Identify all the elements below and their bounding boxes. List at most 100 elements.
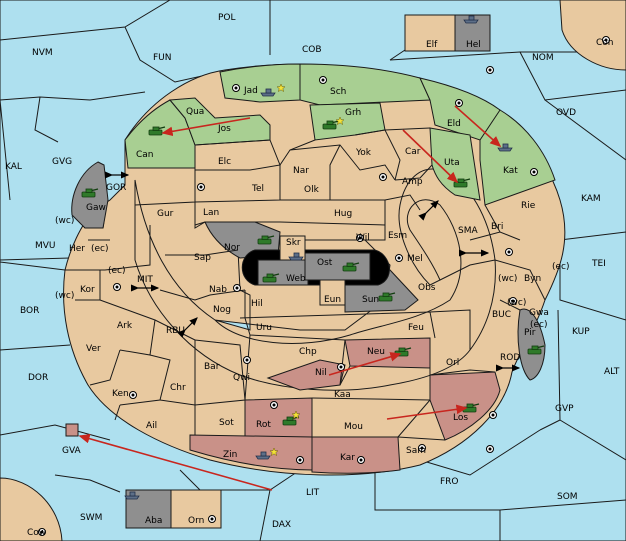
label-yok: Yok: [355, 148, 372, 158]
label-orn: Orn: [188, 516, 204, 526]
region-borders: [65, 127, 546, 441]
label-con: Con: [596, 38, 614, 48]
label-sot: Sot: [219, 418, 234, 428]
region-kat[interactable]: [479, 109, 556, 206]
label-cob: COB: [302, 45, 322, 55]
label-obs: Obs: [418, 283, 436, 293]
label-amp: Amp: [402, 177, 423, 187]
label-hil: Hil: [251, 299, 263, 309]
label-bar: Bar: [204, 362, 220, 372]
label-uru: Uru: [256, 323, 272, 333]
region-jos[interactable]: [168, 97, 271, 146]
label-ken: Ken: [112, 389, 129, 399]
label-mvu: MVU: [35, 241, 56, 251]
label-los: Los: [453, 413, 468, 423]
label-kaa: Kaa: [334, 390, 351, 400]
label-gwa: Gwa: [529, 308, 549, 318]
label-rod: ROD: [500, 353, 520, 363]
label-nvm: NVM: [32, 48, 53, 58]
label-aba: Aba: [145, 516, 162, 526]
label-tel: Tel: [251, 184, 264, 194]
region-jad[interactable]: [219, 63, 301, 103]
label-chp: Chp: [299, 347, 317, 357]
label-hel: Hel: [466, 40, 481, 50]
label-gaw: Gaw: [86, 203, 106, 213]
region-elf[interactable]: [404, 14, 456, 52]
label-ovd: OVD: [556, 108, 576, 118]
label-kar: Kar: [340, 453, 355, 463]
label-nil: Nil: [315, 368, 327, 378]
label-chr: Chr: [170, 383, 186, 393]
label-mel: Mel: [407, 254, 423, 264]
region-neu[interactable]: [344, 337, 431, 369]
label-fro: FRO: [440, 477, 459, 487]
label-can: Can: [136, 150, 154, 160]
region-eun[interactable]: [319, 279, 346, 306]
label-byn: Byn: [524, 274, 541, 284]
label-ec-byn: (ec): [552, 262, 570, 272]
label-ec-her: (ec): [91, 244, 109, 254]
region-pir[interactable]: [517, 308, 546, 381]
label-jos: Jos: [217, 124, 231, 134]
label-som: SOM: [557, 492, 578, 502]
label-kal: KAL: [5, 162, 22, 172]
label-wc-gwa: (wc): [507, 298, 526, 308]
label-tei: TEI: [591, 259, 606, 269]
label-rie: Rie: [521, 201, 536, 211]
label-nor: Nor: [224, 243, 240, 253]
label-gor: GOR: [106, 183, 126, 193]
order-arrows: [78, 105, 502, 491]
label-sun: Sun: [362, 295, 379, 305]
label-rbu: RBU: [166, 326, 185, 336]
label-esm: Esm: [388, 231, 407, 241]
region-ost[interactable]: [304, 252, 371, 281]
label-nog: Nog: [213, 305, 231, 315]
label-ver: Ver: [86, 344, 101, 354]
label-sch: Sch: [330, 87, 346, 97]
label-kor: Kor: [80, 285, 95, 295]
label-sam: Sam: [406, 446, 426, 456]
region-labels: POL NVM FUN COB NOM Con Elf Hel OVD KAL …: [5, 13, 620, 538]
label-ec-gwa: (ec): [530, 320, 548, 330]
label-wc-byn: (wc): [498, 274, 517, 284]
label-wil: Wil: [356, 233, 370, 243]
region-nil[interactable]: [266, 359, 346, 391]
label-buc: BUC: [492, 310, 511, 320]
canal-arrows: [104, 171, 521, 372]
label-kat: Kat: [503, 166, 518, 176]
region-uta[interactable]: [429, 127, 481, 201]
supply-centers: [38, 36, 610, 536]
label-neu: Neu: [367, 347, 385, 357]
label-dax: DAX: [272, 520, 291, 530]
label-ark: Ark: [117, 321, 133, 331]
label-qua: Qua: [186, 107, 204, 117]
label-rot: Rot: [256, 420, 271, 430]
label-sap: Sap: [194, 253, 211, 263]
region-gva[interactable]: [65, 423, 79, 437]
label-bor: BOR: [20, 306, 39, 316]
label-eld: Eld: [447, 119, 461, 129]
region-kar[interactable]: [311, 436, 401, 474]
label-her: Her: [69, 244, 85, 254]
label-mit: MIT: [137, 275, 153, 285]
label-orl: Orl: [446, 358, 459, 368]
label-pir: Pir: [524, 328, 536, 338]
label-swm: SWM: [80, 513, 102, 523]
label-skr: Skr: [286, 238, 301, 248]
label-grh: Grh: [345, 108, 361, 118]
label-zin: Zin: [223, 450, 237, 460]
label-hug: Hug: [334, 209, 352, 219]
label-kam: KAM: [581, 194, 601, 204]
label-uta: Uta: [444, 158, 460, 168]
region-eld[interactable]: [419, 77, 501, 141]
region-rot[interactable]: [244, 397, 313, 439]
label-alt: ALT: [604, 367, 620, 377]
label-gvg: GVG: [52, 157, 72, 167]
label-ost: Ost: [317, 258, 333, 268]
label-gvp: GVP: [555, 404, 574, 414]
label-kup: KUP: [572, 327, 590, 337]
label-bri: Bri: [491, 222, 503, 232]
label-eun: Eun: [324, 295, 341, 305]
